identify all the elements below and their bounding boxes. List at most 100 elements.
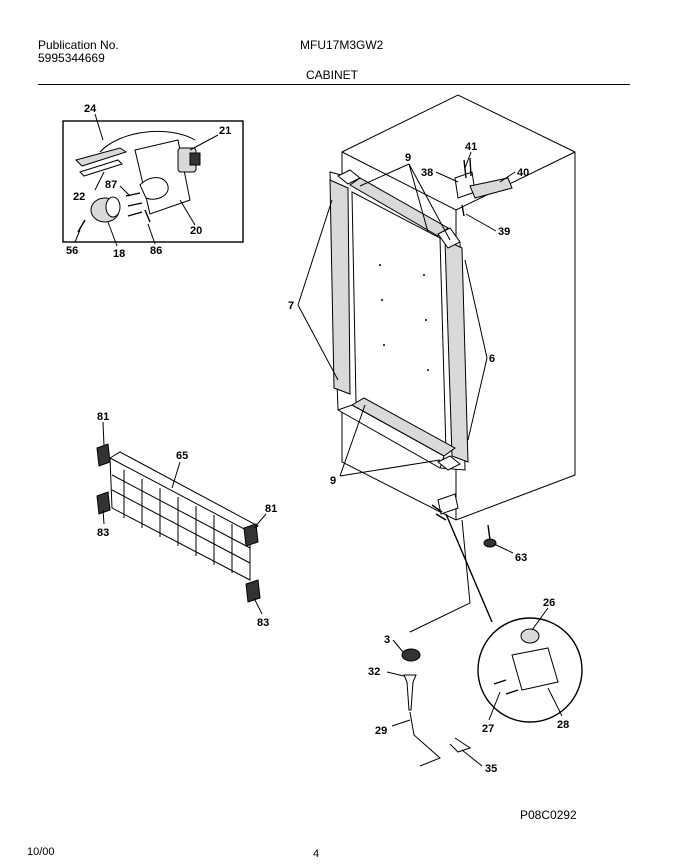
callout-22: 22 xyxy=(73,191,85,203)
publication-number: 5995344669 xyxy=(38,51,105,65)
leader-3 xyxy=(392,639,404,653)
callout-63: 63 xyxy=(515,552,527,564)
callout-21: 21 xyxy=(219,125,231,137)
callout-83-right: 83 xyxy=(257,617,269,629)
callout-56: 56 xyxy=(66,245,78,257)
leader-41 xyxy=(464,151,472,169)
callout-87: 87 xyxy=(105,179,117,191)
callout-81-left: 81 xyxy=(97,411,109,423)
thermostat-housing xyxy=(139,177,169,200)
leader-20 xyxy=(179,199,196,226)
hinge-detail-bracket xyxy=(511,647,559,691)
callout-83-left: 83 xyxy=(97,527,109,539)
callout-65: 65 xyxy=(176,450,188,462)
bottom-hinge-screws xyxy=(431,504,447,521)
basket-clip-81-left xyxy=(96,443,111,467)
leader-38 xyxy=(435,171,459,183)
leader-86 xyxy=(147,223,156,245)
control-knob-face xyxy=(105,196,121,218)
publication-label: Publication No. xyxy=(38,38,119,52)
detail-screws xyxy=(493,679,519,695)
leader-6 xyxy=(464,259,488,441)
drain-plug xyxy=(401,648,421,662)
cabinet-assembly xyxy=(297,94,576,554)
callout-9-bottom: 9 xyxy=(330,475,336,487)
heater-element xyxy=(75,147,128,167)
detail-circle xyxy=(477,617,583,723)
leader-65 xyxy=(171,461,181,489)
breaker-strip-right xyxy=(444,239,469,463)
basket-clip-83-right xyxy=(245,579,261,603)
leader-9-top xyxy=(359,163,451,241)
callout-35: 35 xyxy=(485,763,497,775)
detail-leader-to-circle xyxy=(445,513,493,623)
wire-basket-frame xyxy=(109,457,251,581)
leader-56 xyxy=(74,229,81,243)
callout-41: 41 xyxy=(465,141,477,153)
model-number: MFU17M3GW2 xyxy=(300,38,384,52)
leader-18 xyxy=(107,221,118,247)
leader-87 xyxy=(119,185,131,197)
screw-86 xyxy=(144,209,151,223)
corner-top-left xyxy=(337,169,361,185)
basket-assembly xyxy=(96,421,267,615)
top-hinge-screws xyxy=(463,157,472,179)
leader-81-left xyxy=(102,421,105,447)
basket-clip-81-right xyxy=(243,523,259,547)
callout-32: 32 xyxy=(368,666,380,678)
leader-21 xyxy=(189,134,219,151)
leader-81-right xyxy=(253,513,267,529)
leader-63 xyxy=(493,543,514,554)
inset-frame xyxy=(62,120,244,243)
leader-39 xyxy=(465,213,497,232)
leader-83-right xyxy=(253,597,263,615)
drain-hose xyxy=(409,711,441,767)
drain-detail xyxy=(386,513,583,767)
hinge-bushing xyxy=(520,628,540,644)
header-rule xyxy=(38,84,630,85)
callout-26: 26 xyxy=(543,597,555,609)
callout-7: 7 xyxy=(288,300,294,312)
thermostat-terminal xyxy=(189,152,201,166)
callout-38: 38 xyxy=(421,167,433,179)
screw-56 xyxy=(77,219,86,233)
heater-bracket xyxy=(79,159,123,177)
leveling-leg-stem xyxy=(487,524,491,541)
leader-83-left xyxy=(102,509,105,525)
callout-81-right: 81 xyxy=(265,503,277,515)
leader-32 xyxy=(386,671,405,677)
leader-35 xyxy=(461,749,483,767)
leader-7 xyxy=(297,199,339,381)
callout-20: 20 xyxy=(190,225,202,237)
callout-29: 29 xyxy=(375,725,387,737)
bottom-hinge xyxy=(437,493,459,515)
leader-27 xyxy=(488,691,501,721)
callout-3: 3 xyxy=(384,634,390,646)
wire-basket-grid xyxy=(111,470,251,573)
callout-39: 39 xyxy=(498,226,510,238)
callout-9-top: 9 xyxy=(405,152,411,164)
leader-24 xyxy=(94,113,104,141)
callout-18: 18 xyxy=(113,248,125,260)
callout-labels: 24 21 22 87 20 56 18 86 9 41 38 40 39 7 … xyxy=(66,103,569,775)
control-inset xyxy=(62,113,244,247)
shelf-clip-dots xyxy=(379,264,429,371)
drain-bolt xyxy=(403,674,417,711)
footer-date: 10/00 xyxy=(27,846,55,858)
leader-26 xyxy=(531,607,549,631)
drain-guide-line xyxy=(409,519,471,633)
callout-86: 86 xyxy=(150,245,162,257)
hinge-pin xyxy=(461,204,465,217)
leveling-leg-foot xyxy=(483,538,497,548)
top-hinge xyxy=(469,177,513,199)
leader-9-bottom xyxy=(339,404,441,477)
leader-28 xyxy=(547,687,563,717)
corner-bottom-right xyxy=(437,455,461,471)
capillary-tube xyxy=(99,130,196,153)
leader-40 xyxy=(499,171,516,183)
breaker-strip-left xyxy=(329,179,351,395)
drawing-code: P08C0292 xyxy=(520,808,577,822)
callout-28: 28 xyxy=(557,719,569,731)
leader-22 xyxy=(94,171,105,191)
